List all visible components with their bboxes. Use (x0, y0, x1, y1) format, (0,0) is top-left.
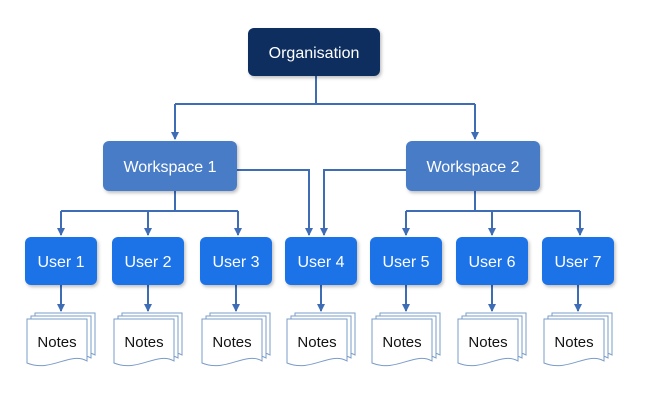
workspace-1-node-shape (103, 141, 237, 191)
user-5-node-label: User 5 (382, 254, 429, 271)
notes-6-stack: Notes (457, 312, 527, 367)
organisation-node: Organisation (248, 28, 380, 76)
arrow-workspace-1-to-user-4 (237, 169, 313, 236)
user-1-node-label: User 1 (37, 254, 84, 271)
arrow-workspace-2-to-user-4 (320, 169, 406, 236)
user-7-node-label: User 7 (554, 254, 601, 271)
notes-page (371, 318, 433, 367)
user-5-node-shape (370, 237, 442, 285)
notes-page (201, 318, 263, 367)
notes-page (113, 318, 175, 367)
notes-page (457, 318, 519, 367)
notes-4-stack: Notes (286, 312, 356, 367)
organisation-node-label: Organisation (269, 45, 360, 62)
notes-4-label: Notes (297, 334, 336, 351)
notes-2-stack: Notes (113, 312, 183, 367)
workspace-2-node-shape (406, 141, 540, 191)
workspace-2-node: Workspace 2 (406, 141, 540, 191)
user-1-node-shape (25, 237, 97, 285)
user-4-node-shape (285, 237, 357, 285)
user-7-node-shape (542, 237, 614, 285)
user-6-node-label: User 6 (468, 254, 515, 271)
notes-3-label: Notes (212, 334, 251, 351)
notes-3-stack: Notes (201, 312, 271, 367)
user-3-node: User 3 (200, 237, 272, 285)
user-4-node: User 4 (285, 237, 357, 285)
connectors (57, 76, 584, 312)
notes-5-stack: Notes (371, 312, 441, 367)
notes-7-stack: Notes (543, 312, 613, 367)
notes-2-label: Notes (124, 334, 163, 351)
workspace-2-node-label: Workspace 2 (426, 159, 519, 176)
user-5-node: User 5 (370, 237, 442, 285)
notes-page (543, 318, 605, 367)
user-2-node: User 2 (112, 237, 184, 285)
user-2-node-shape (112, 237, 184, 285)
notes-1-label: Notes (37, 334, 76, 351)
user-6-node: User 6 (456, 237, 528, 285)
notes-1-stack: Notes (26, 312, 96, 367)
user-3-node-label: User 3 (212, 254, 259, 271)
user-1-node: User 1 (25, 237, 97, 285)
user-6-node-shape (456, 237, 528, 285)
notes-page (286, 318, 348, 367)
organisation-node-shape (248, 28, 380, 76)
user-7-node: User 7 (542, 237, 614, 285)
notes-7-label: Notes (554, 334, 593, 351)
notes-5-label: Notes (382, 334, 421, 351)
user-4-node-label: User 4 (297, 254, 344, 271)
workspace-1-node: Workspace 1 (103, 141, 237, 191)
user-3-node-shape (200, 237, 272, 285)
user-2-node-label: User 2 (124, 254, 171, 271)
notes-6-label: Notes (468, 334, 507, 351)
notes-page (26, 318, 88, 367)
workspace-1-node-label: Workspace 1 (123, 159, 216, 176)
